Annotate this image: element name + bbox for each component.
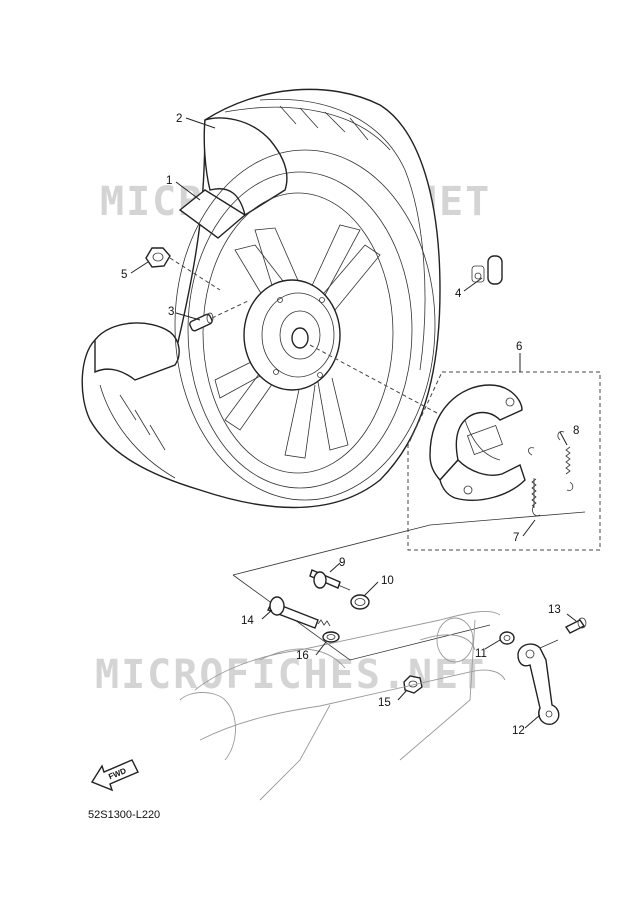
callout-7: 7 xyxy=(513,532,519,544)
swingarm-outline xyxy=(179,610,506,801)
callout-5: 5 xyxy=(121,269,127,281)
callout-16: 16 xyxy=(296,650,309,662)
brake-shoe-kit xyxy=(407,371,601,551)
callout-11: 11 xyxy=(475,648,487,660)
callout-8: 8 xyxy=(573,425,579,437)
watermark-bottom: MICROFICHES.NET xyxy=(95,652,486,698)
callout-13: 13 xyxy=(548,604,561,616)
nut-5 xyxy=(145,247,221,291)
callout-4: 4 xyxy=(455,288,462,300)
callout-15: 15 xyxy=(378,697,391,709)
clip-4 xyxy=(471,255,503,285)
callout-10: 10 xyxy=(381,575,394,587)
callout-14: 14 xyxy=(241,615,254,627)
group-frame-top xyxy=(232,511,586,576)
rear-wheel-assembly xyxy=(81,88,441,509)
callout-9: 9 xyxy=(339,557,345,569)
brake-cam-group xyxy=(232,511,587,725)
brake-kit-frame xyxy=(407,371,601,551)
callout-6: 6 xyxy=(516,341,522,353)
callout-1: 1 xyxy=(166,175,172,187)
fwd-arrow-icon: FWD xyxy=(90,759,139,792)
diagram-code: 52S1300-L220 xyxy=(88,809,160,821)
callout-12: 12 xyxy=(512,725,525,737)
callout-3: 3 xyxy=(168,306,174,318)
axle-dashed-line xyxy=(309,344,451,421)
valve-3 xyxy=(189,299,251,332)
callout-2: 2 xyxy=(176,113,182,125)
leader-lines xyxy=(130,117,577,729)
